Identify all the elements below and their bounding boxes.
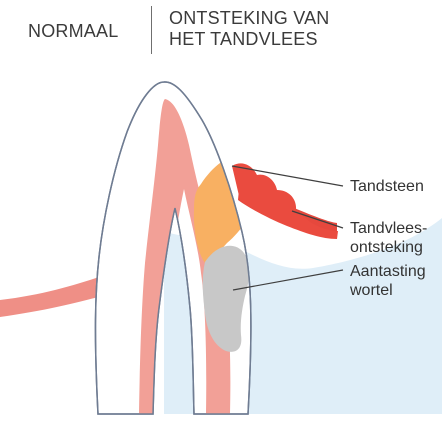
tandsteen-label: Tandsteen [350, 177, 424, 196]
aantasting-label: Aantasting wortel [350, 262, 426, 300]
tandvlees-label-line-1: Tandvlees- [350, 219, 427, 238]
aantasting-label-line-2: wortel [350, 281, 426, 300]
aantasting-label-line-1: Aantasting [350, 262, 426, 281]
tandvlees-label-line-2: ontsteking [350, 238, 427, 257]
tandvlees-label: Tandvlees- ontsteking [350, 219, 427, 257]
left-gum [0, 276, 102, 317]
